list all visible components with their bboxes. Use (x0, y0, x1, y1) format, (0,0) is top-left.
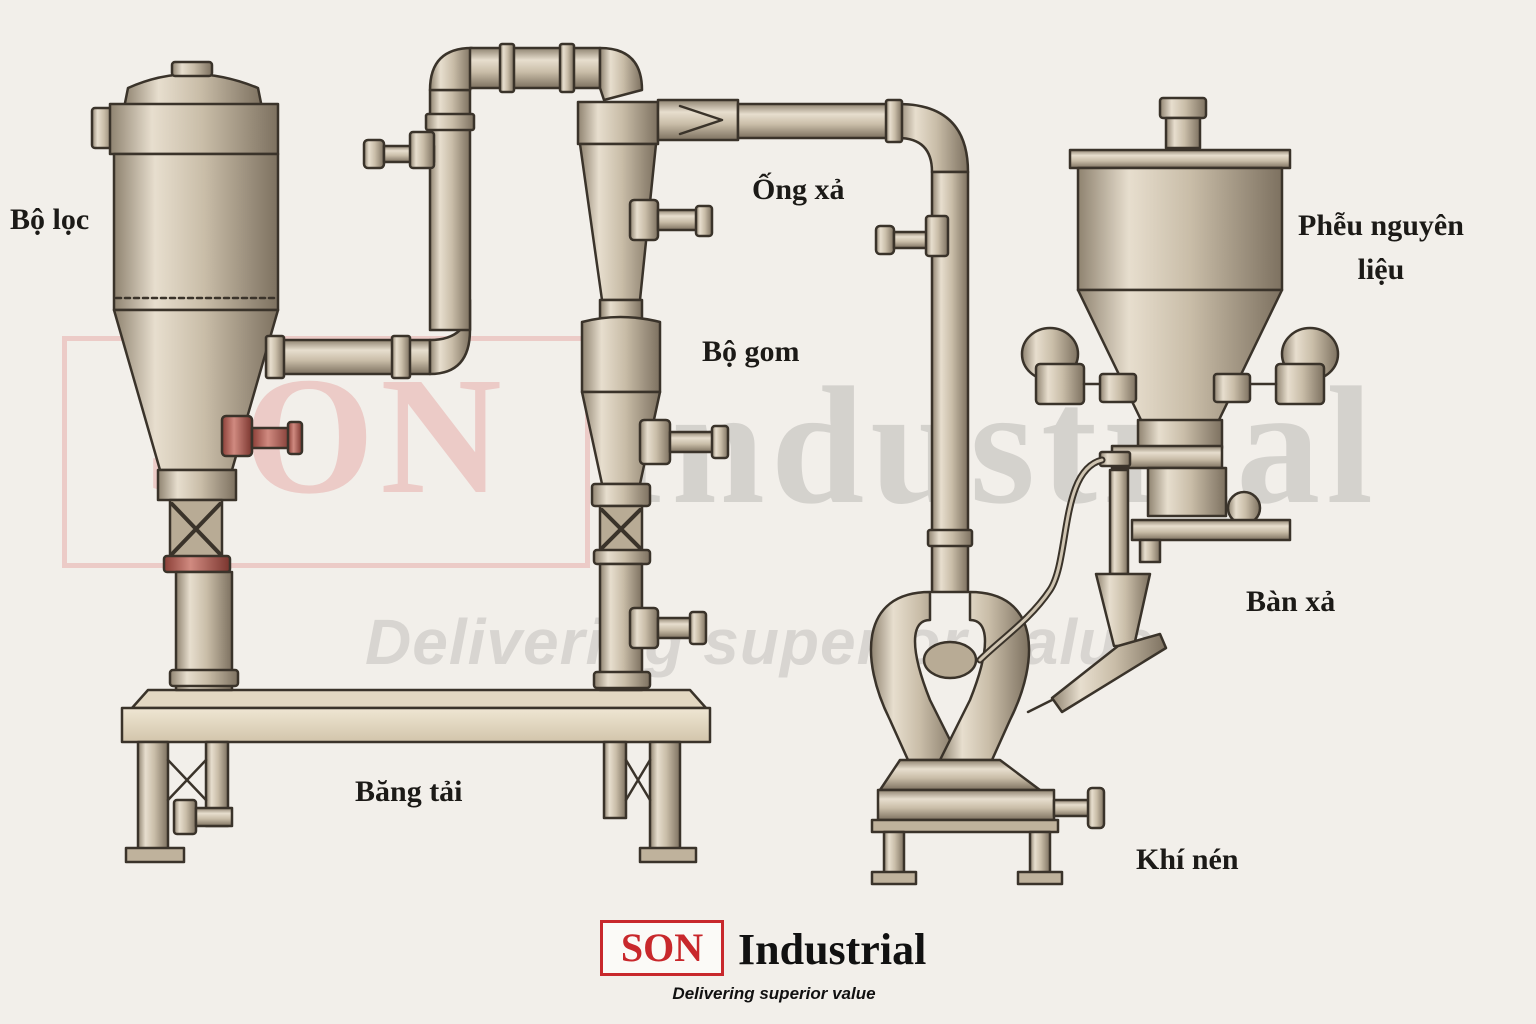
label-material-hopper-line2: liệu (1357, 253, 1405, 286)
filter-vessel (90, 60, 280, 692)
label-discharge-table: Bàn xả (1246, 585, 1336, 618)
label-exhaust-pipe: Ống xả (752, 173, 845, 206)
transfer-pipe-valve-icon (362, 130, 436, 170)
collector-valve-middle-icon (638, 418, 730, 466)
transfer-pipe (264, 42, 644, 380)
collector-cyclone (576, 100, 662, 692)
label-compressed-air: Khí nén (1136, 843, 1239, 876)
label-filter: Bộ lọc (10, 203, 90, 236)
label-collector: Bộ gom (702, 335, 800, 368)
logo-brand-box: SON (600, 920, 724, 976)
hopper-vibrator-right-icon (1212, 326, 1340, 406)
label-conveyor: Băng tải (355, 775, 463, 808)
label-material-hopper-line1: Phễu nguyên (1298, 209, 1464, 242)
watermark-frame (62, 336, 590, 568)
logo-tagline: Delivering superior value (672, 984, 876, 1003)
compressed-air-ejector (869, 590, 1106, 886)
hopper-vibrator-left-icon (1020, 326, 1138, 406)
conveyor-table (120, 688, 712, 864)
label-material-hopper: Phễu nguyên liệu (1298, 208, 1464, 288)
collector-valve-lower-icon (628, 606, 708, 650)
logo-name: Industrial (738, 925, 927, 974)
discharge-table (1026, 450, 1292, 714)
filter-red-valve-icon (220, 414, 304, 458)
exhaust-pipe-valve-icon (874, 214, 950, 258)
collector-valve-upper-icon (628, 198, 714, 242)
